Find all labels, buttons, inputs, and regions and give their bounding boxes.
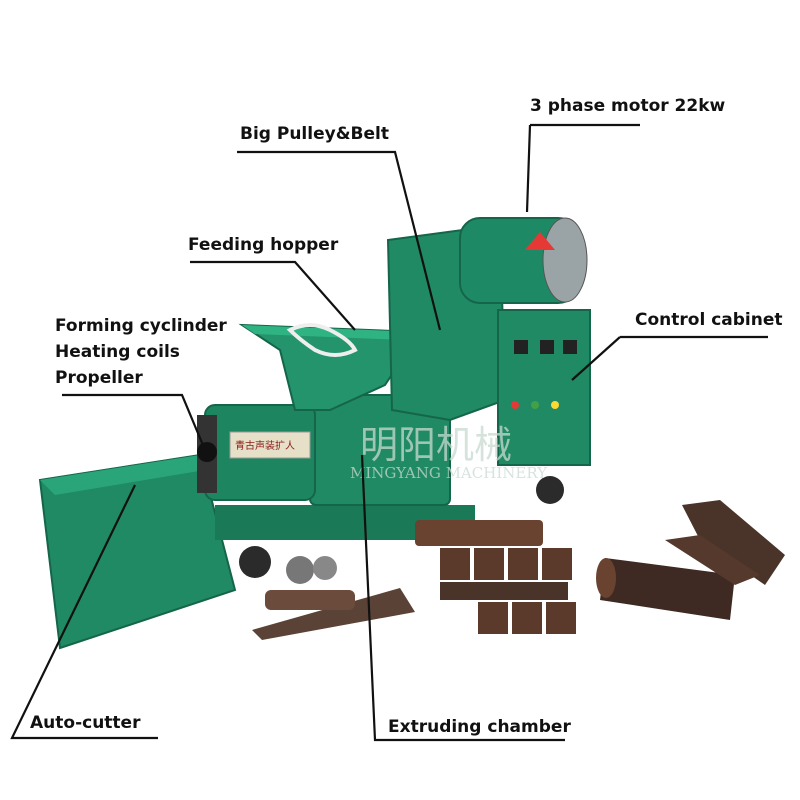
briquette-logs (596, 500, 785, 620)
callout-cutter (10, 484, 158, 740)
label-propeller: Propeller (55, 368, 143, 388)
nameplate (229, 431, 311, 459)
wheel (239, 546, 271, 578)
callout-hopper (190, 260, 356, 331)
callout-propeller (62, 393, 207, 451)
machine-illustration (38, 217, 591, 650)
screw-propeller (252, 588, 415, 640)
label-forming: Forming cyclinder (55, 316, 227, 336)
label-pulley: Big Pulley&Belt (240, 124, 389, 144)
callout-pulley (237, 150, 442, 331)
nameplate-text: 青古声装扩人 (235, 439, 295, 452)
label-hopper: Feeding hopper (188, 235, 339, 255)
label-control: Control cabinet (635, 310, 783, 330)
control-cabinet (497, 309, 591, 466)
briquette-stack (415, 520, 576, 634)
watermark-en: MINGYANG MACHINERY (350, 464, 548, 482)
watermark-cn: 明阳机械 (360, 423, 512, 467)
label-heating: Heating coils (55, 342, 180, 362)
label-motor: 3 phase motor 22kw (530, 96, 726, 116)
callout-extruding (360, 454, 565, 742)
callout-lines (10, 123, 768, 742)
label-cutter: Auto-cutter (30, 713, 141, 733)
label-extruding: Extruding chamber (388, 717, 571, 737)
